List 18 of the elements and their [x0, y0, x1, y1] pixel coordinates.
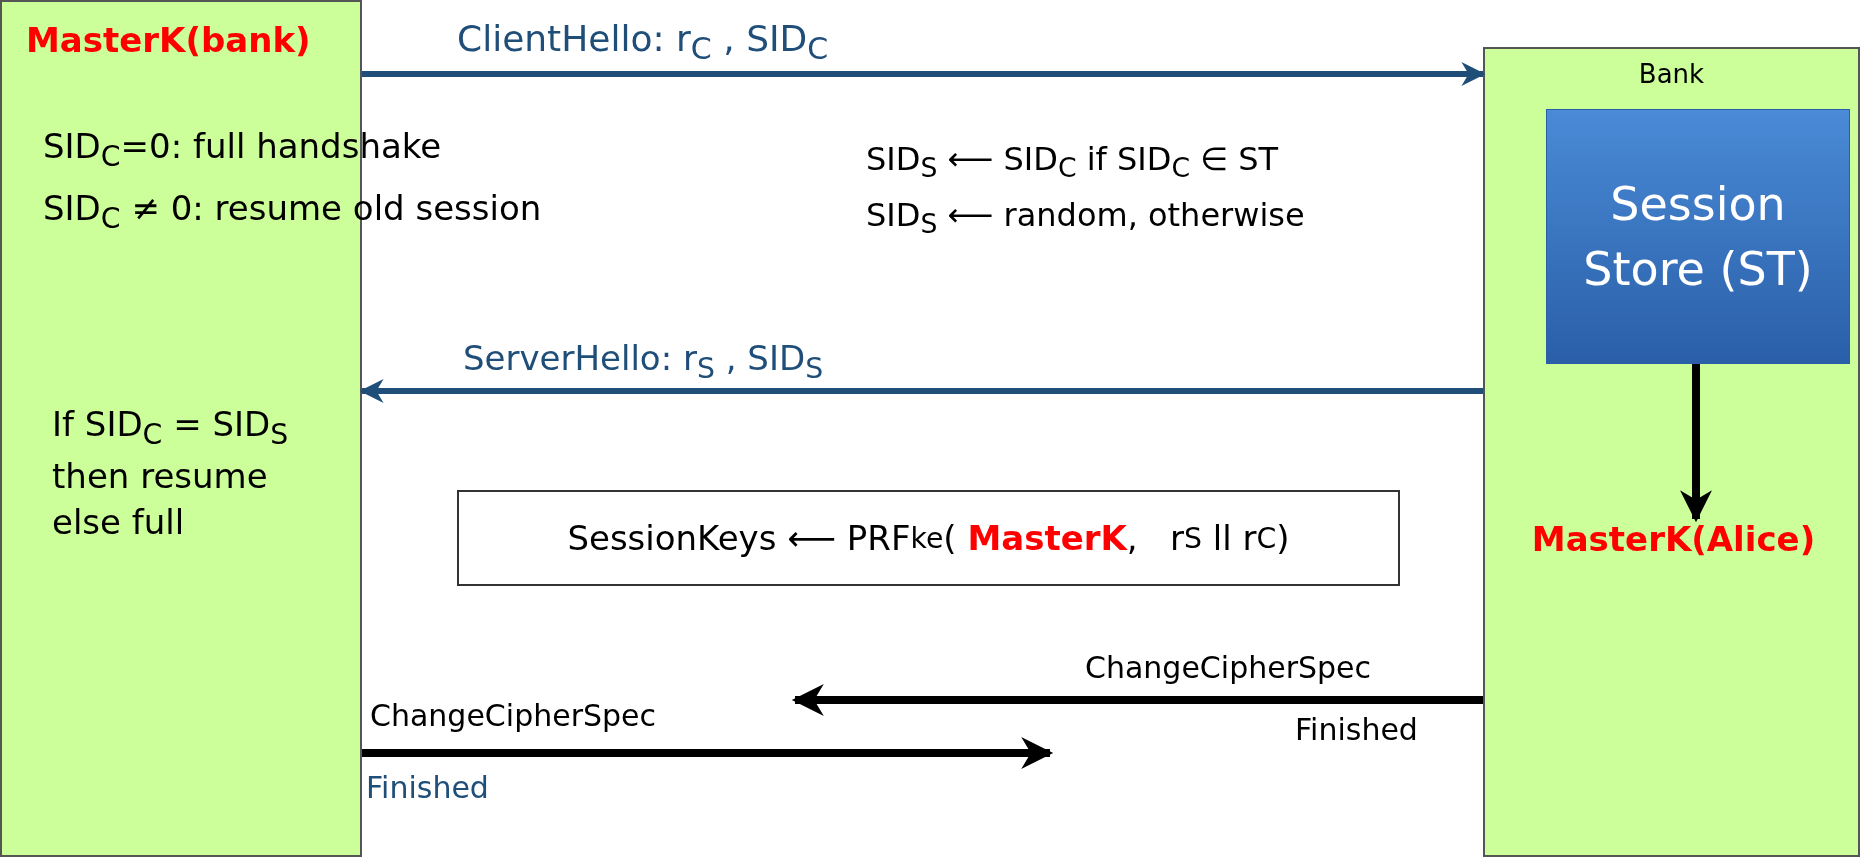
- panel-heading: MasterK(bank): [26, 20, 311, 60]
- condition-text: SID$_{S}$ ⟵ random, otherwise: [866, 196, 1305, 240]
- edge-label: ChangeCipherSpec: [370, 698, 657, 733]
- edge-label: ServerHello: r$_{S}$ , SID$_{S}$: [463, 338, 824, 385]
- edge-label: ChangeCipherSpec: [1085, 650, 1372, 685]
- arrow: [359, 379, 1483, 403]
- edge-label: ClientHello: r$_{C}$ , SID$_{C}$: [457, 18, 829, 67]
- arrow: [1680, 364, 1712, 523]
- server-panel: [1483, 47, 1860, 857]
- session-store-box: Session Store (ST): [1546, 109, 1850, 364]
- arrow: [362, 737, 1054, 769]
- arrow: [791, 684, 1483, 716]
- panel-heading: Bank: [1637, 59, 1706, 89]
- condition-text: SID$_{S}$ ⟵ SID$_{C}$ if SID$_{C}$ ∈ ST: [866, 140, 1279, 184]
- message-label: Finished: [1295, 712, 1418, 747]
- key-label: MasterK(Alice): [1485, 519, 1860, 579]
- note-text: If SID$_{C}$ = SID$_{S}$ then resume else full: [52, 403, 290, 544]
- message-label: Finished: [366, 770, 489, 805]
